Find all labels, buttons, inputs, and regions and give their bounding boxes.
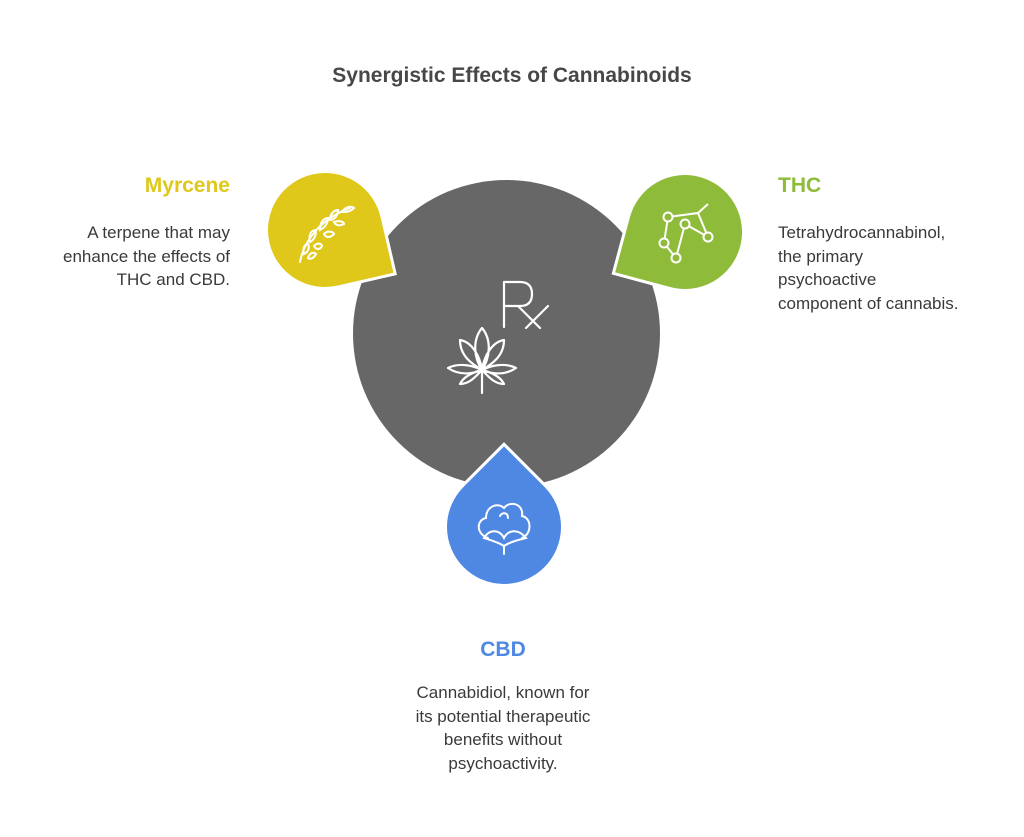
description-line: psychoactive bbox=[778, 270, 877, 289]
myrcene-description: A terpene that may enhance the effects o… bbox=[63, 221, 230, 292]
wheat-icon bbox=[292, 200, 362, 270]
description-line: component of cannabis. bbox=[778, 293, 959, 313]
center-circle bbox=[353, 180, 660, 487]
thc-description: Tetrahydrocannabinol, the primary psycho… bbox=[778, 221, 959, 315]
description-line: Tetrahydrocannabinol, bbox=[778, 223, 946, 242]
description-line: psychoactivity. bbox=[448, 753, 558, 773]
molecule-icon bbox=[648, 200, 718, 270]
description-line: the primary bbox=[778, 246, 864, 266]
description-line: THC and CBD. bbox=[116, 270, 230, 289]
description-line: enhance the effects of bbox=[63, 246, 230, 266]
diagram-title: Synergistic Effects of Cannabinoids bbox=[332, 64, 692, 87]
myrcene-label: Myrcene bbox=[144, 174, 230, 197]
cannabis-rx-icon bbox=[436, 270, 576, 400]
description-line: its potential therapeutic bbox=[415, 706, 591, 726]
cbd-label: CBD bbox=[480, 638, 526, 661]
description-line: benefits without bbox=[443, 730, 563, 749]
cotton-icon bbox=[470, 490, 540, 560]
description-line: A terpene that may bbox=[87, 223, 230, 242]
description-line: Cannabidiol, known for bbox=[416, 683, 590, 702]
thc-label: THC bbox=[778, 174, 822, 197]
cbd-description: Cannabidiol, known for its potential the… bbox=[0, 681, 1006, 775]
